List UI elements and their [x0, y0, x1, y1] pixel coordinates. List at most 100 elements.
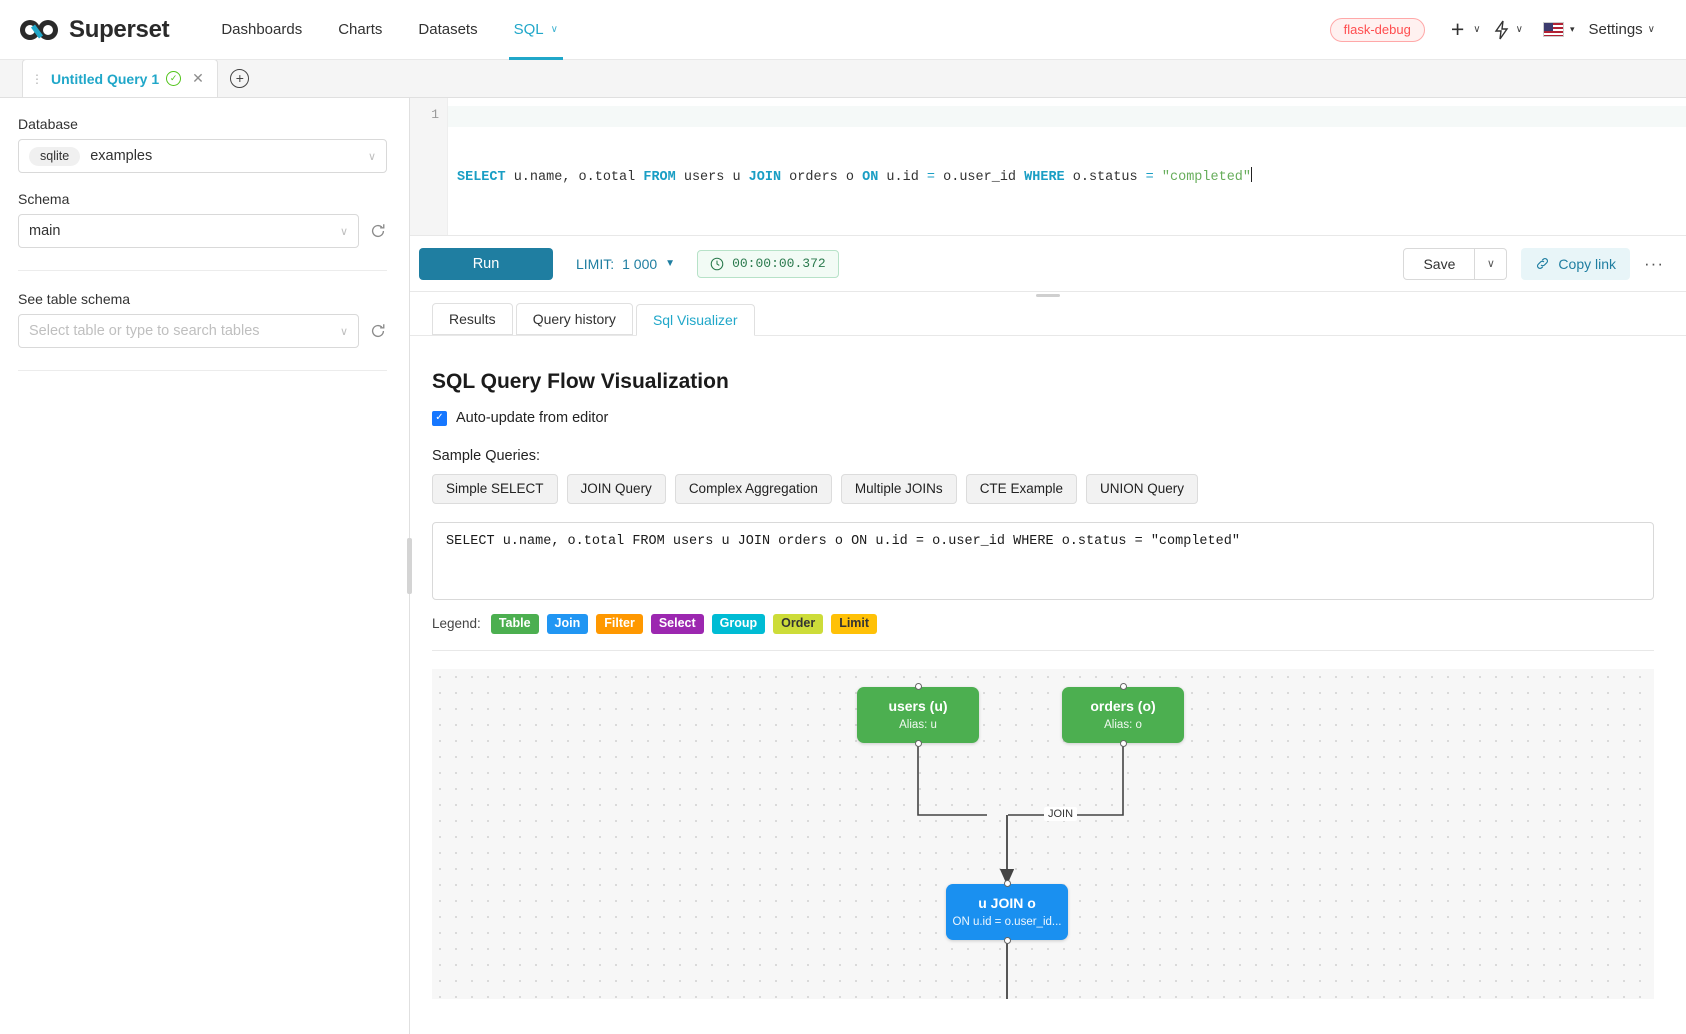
copy-link-button[interactable]: Copy link	[1521, 247, 1631, 280]
node-handle-top[interactable]	[1119, 682, 1127, 690]
auto-update-checkbox[interactable]: ✓	[432, 410, 447, 426]
sql-editor[interactable]: 1 SELECT u.name, o.total FROM users u JO…	[410, 98, 1686, 236]
table-select-placeholder: Select table or type to search tables	[29, 323, 260, 339]
legend-chip-table: Table	[490, 614, 539, 634]
language-flag-icon[interactable]	[1542, 22, 1564, 37]
horizontal-resize-handle[interactable]	[1036, 294, 1060, 297]
tab-query-history-label: Query history	[532, 311, 616, 327]
superset-logo[interactable]: Superset	[18, 15, 170, 44]
close-icon[interactable]: ✕	[192, 70, 204, 86]
bolt-icon[interactable]	[1492, 20, 1511, 40]
nav-item-datasets-label: Datasets	[418, 21, 478, 38]
chevron-down-icon: ∨	[339, 325, 348, 338]
tab-sql-visualizer[interactable]: Sql Visualizer	[635, 304, 755, 336]
add-query-tab-button[interactable]: +	[217, 59, 262, 97]
nav-item-charts[interactable]: Charts	[320, 0, 400, 60]
new-item-plus-icon[interactable]: +	[1450, 16, 1465, 42]
query-tabs-bar: ⋮ Untitled Query 1 ✓ ✕ +	[0, 59, 1686, 98]
node-handle-top[interactable]	[1003, 879, 1011, 887]
tab-results-label: Results	[449, 311, 496, 327]
toolbar-right: Save ∨ Copy link ···	[1403, 247, 1664, 280]
legend-chip-join: Join	[546, 614, 589, 634]
check-circle-icon: ✓	[166, 71, 182, 86]
legend-label: Legend:	[432, 616, 481, 632]
sample-button-complex-aggregation[interactable]: Complex Aggregation	[674, 474, 832, 504]
node-handle-bottom[interactable]	[914, 739, 922, 747]
editor-toolbar: Run LIMIT: 1 000 ▼ 00:00:00.372 Save	[410, 236, 1686, 297]
sample-queries-label: Sample Queries:	[432, 448, 540, 464]
link-icon	[1537, 258, 1549, 269]
refresh-tables-icon[interactable]	[369, 322, 387, 340]
nav-right-cluster: flask-debug + ∨ ∨ ▾ Settings ∨	[1329, 16, 1666, 42]
tab-query-history[interactable]: Query history	[515, 303, 633, 335]
query-tab-untitled-query-1[interactable]: ⋮ Untitled Query 1 ✓ ✕	[22, 59, 218, 97]
nav-item-datasets[interactable]: Datasets	[400, 0, 495, 60]
limit-dropdown[interactable]: LIMIT: 1 000 ▼	[576, 256, 675, 272]
panel-resize-handle[interactable]	[407, 538, 412, 594]
divider	[18, 270, 387, 271]
graph-edges	[917, 742, 1124, 999]
token-users: users u	[675, 170, 749, 185]
save-button[interactable]: Save	[1403, 247, 1476, 280]
tab-sql-visualizer-label: Sql Visualizer	[652, 312, 738, 328]
language-chevron-down-icon[interactable]: ▾	[1569, 24, 1575, 34]
token-on: ON	[862, 170, 879, 185]
schema-row: main ∨	[18, 214, 387, 248]
token-cols: u.name, o.total	[505, 170, 644, 185]
graph-node-orders[interactable]: orders (o) Alias: o	[1062, 682, 1184, 747]
token-join: JOIN	[748, 170, 782, 185]
database-label: Database	[18, 116, 78, 132]
results-tabs: Results Query history Sql Visualizer	[410, 292, 1686, 336]
sample-button-simple-select[interactable]: Simple SELECT	[432, 474, 558, 504]
query-timer-value: 00:00:00.372	[732, 256, 826, 271]
sample-button-cte-example[interactable]: CTE Example	[965, 474, 1077, 504]
graph-node-join[interactable]: u JOIN o ON u.id = o.user_id...	[946, 879, 1068, 944]
table-schema-row: Select table or type to search tables ∨	[18, 314, 387, 348]
legend-chip-order: Order	[773, 614, 824, 634]
page-title: SQL Query Flow Visualization	[432, 370, 729, 393]
brand-text: Superset	[69, 15, 170, 43]
editor-line-number: 1	[431, 107, 439, 122]
chevron-down-icon: ▼	[665, 258, 676, 269]
save-chevron-down-icon[interactable]: ∨	[1475, 247, 1508, 280]
token-orders: orders o	[781, 170, 863, 185]
tab-results[interactable]: Results	[432, 303, 513, 335]
database-select[interactable]: sqlite examples ∨	[18, 139, 387, 173]
auto-update-checkbox-row[interactable]: ✓ Auto-update from editor	[432, 410, 1654, 426]
new-item-chevron-down-icon[interactable]: ∨	[1473, 24, 1481, 35]
right-editor-panel: 1 SELECT u.name, o.total FROM users u JO…	[410, 98, 1686, 1034]
schema-select[interactable]: main ∨	[18, 214, 359, 248]
legend-chip-filter: Filter	[596, 614, 643, 634]
editor-code-area[interactable]: SELECT u.name, o.total FROM users u JOIN…	[448, 98, 1686, 235]
query-flow-graph[interactable]: users (u) Alias: u orders (o) Alias: o J…	[432, 668, 1654, 999]
graph-node-users[interactable]: users (u) Alias: u	[857, 682, 979, 747]
nav-item-dashboards-label: Dashboards	[221, 21, 303, 38]
sample-button-join-query[interactable]: JOIN Query	[566, 474, 666, 504]
sample-button-multiple-joins[interactable]: Multiple JOINs	[840, 474, 957, 504]
legend: Legend: Table Join Filter Select Group O…	[432, 614, 1654, 651]
node-handle-bottom[interactable]	[1003, 936, 1011, 944]
refresh-schema-icon[interactable]	[369, 222, 387, 240]
nav-item-sql[interactable]: SQL ∨	[496, 0, 576, 60]
bolt-chevron-down-icon[interactable]: ∨	[1515, 24, 1523, 35]
plus-circle-icon: +	[230, 68, 250, 88]
nav-links: Dashboards Charts Datasets SQL ∨	[203, 0, 576, 60]
run-button[interactable]: Run	[419, 247, 553, 280]
more-options-icon[interactable]: ···	[1644, 254, 1664, 273]
graph-node-users-subtitle: Alias: u	[899, 719, 937, 732]
query-timer: 00:00:00.372	[697, 249, 839, 278]
node-handle-bottom[interactable]	[1119, 739, 1127, 747]
node-handle-top[interactable]	[914, 682, 922, 690]
graph-node-join-title: u JOIN o	[978, 894, 1036, 911]
save-button-group: Save ∨	[1403, 247, 1508, 280]
settings-menu[interactable]: Settings ∨	[1588, 21, 1666, 38]
sample-button-union-query[interactable]: UNION Query	[1085, 474, 1198, 504]
sql-input-textarea[interactable]	[432, 522, 1654, 600]
nav-item-dashboards[interactable]: Dashboards	[203, 0, 320, 60]
graph-node-join-subtitle: ON u.id = o.user_id...	[952, 916, 1062, 929]
drag-grip-icon[interactable]: ⋮	[31, 71, 44, 86]
active-line-highlight	[448, 106, 1686, 127]
table-select[interactable]: Select table or type to search tables ∨	[18, 314, 359, 348]
top-navigation-bar: Superset Dashboards Charts Datasets SQL …	[0, 0, 1686, 60]
limit-label: LIMIT:	[576, 255, 615, 272]
